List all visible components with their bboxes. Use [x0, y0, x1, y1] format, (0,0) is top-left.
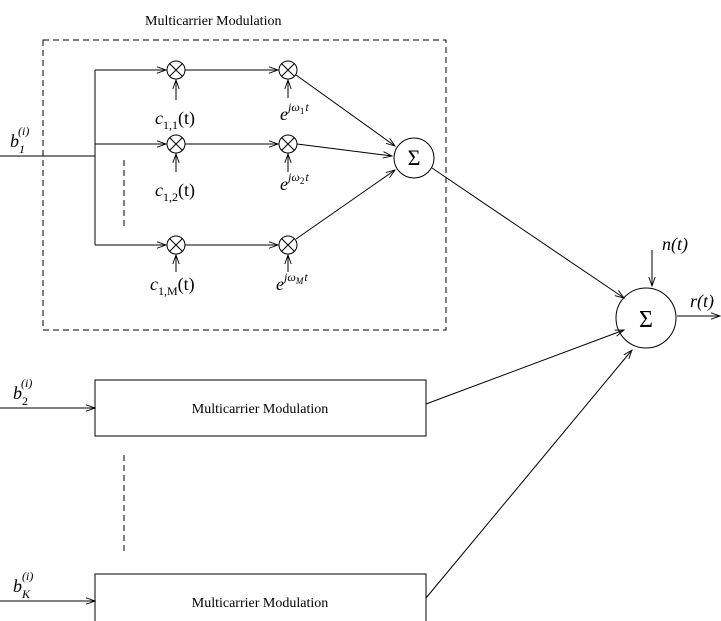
carrier-em-label: ejωMt [276, 270, 308, 294]
input-bk-label: bK(i) [13, 569, 33, 601]
multicarrier-modulation-block-k [94, 573, 427, 621]
inner-summation-node: Σ [393, 137, 435, 179]
block-2-label: Multicarrier Modulation [192, 402, 328, 417]
carrier-multiplier-2 [278, 134, 298, 154]
channel-summation-node: Σ [615, 287, 677, 349]
carrier-e2-label: ejω2t [280, 170, 309, 194]
to-inner-sum-2 [296, 143, 392, 156]
svg-text:Σ: Σ [639, 307, 653, 333]
block-k-label: Multicarrier Modulation [192, 596, 328, 611]
to-inner-sum-m [295, 170, 395, 240]
noise-label: n(t) [662, 234, 688, 255]
to-inner-sum-1 [295, 74, 395, 146]
carrier-multiplier-1 [278, 60, 298, 80]
multicarrier-modulation-dashed-box [42, 39, 447, 331]
userk-to-channel-sum [425, 350, 632, 599]
output-label: r(t) [690, 291, 714, 312]
user2-to-channel-sum [425, 330, 624, 405]
code-multiplier-m [166, 235, 186, 255]
carrier-e1-label: ejω1t [280, 100, 309, 124]
code-c12-label: c1,2(t) [155, 180, 195, 204]
input-b2-label: b2(i) [13, 376, 32, 408]
svg-text:Σ: Σ [408, 145, 421, 170]
input-b1-label: b1(i) [10, 124, 29, 156]
carrier-multiplier-m [278, 235, 298, 255]
code-multiplier-2 [166, 134, 186, 154]
outer-box-title: Multicarrier Modulation [145, 14, 281, 29]
code-c11-label: c1,1(t) [155, 108, 195, 132]
code-c1m-label: c1,M(t) [150, 274, 195, 298]
multicarrier-modulation-block-2 [94, 379, 427, 437]
code-multiplier-1 [166, 60, 186, 80]
user1-to-channel-sum [431, 167, 624, 298]
